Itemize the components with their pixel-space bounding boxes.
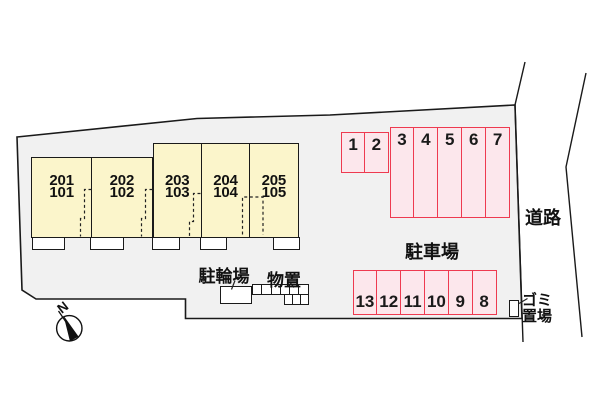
building-block-east: 203 103 204 104 205 105 (152, 142, 299, 238)
garbage-label-line1: ゴミ (522, 291, 553, 309)
storage-cell (291, 295, 300, 304)
parking-space-1: 1 (348, 134, 358, 154)
parking-lot-label: 駐車場 (405, 242, 459, 262)
unit-lower-number: 102 (109, 184, 135, 201)
garbage-box (508, 300, 519, 317)
unit-lower-number: 101 (49, 184, 74, 201)
unit-label: 203 103 (164, 171, 190, 238)
storage-cell (289, 285, 298, 294)
building-block-west: 201 101 202 102 (31, 156, 153, 238)
unit-lower-number: 105 (261, 184, 287, 201)
storage-cell (299, 295, 308, 304)
garbage-area-label: ゴミ 置場 (522, 291, 567, 326)
parking-space-10: 10 (423, 271, 448, 314)
compass-north-label: N (54, 298, 72, 317)
unit-upper-number: 202 (109, 171, 135, 189)
parking-space-5: 5 (437, 127, 461, 217)
parking-space-11: 11 (400, 271, 424, 314)
parking-space-3: 3 (397, 129, 407, 149)
parking-row-8-13: 13 12 11 10 9 8 (352, 270, 497, 315)
entrance-porch (200, 236, 227, 251)
parking-row-3-7: 3 4 5 6 7 (389, 126, 510, 218)
storage-shed-row-top (252, 284, 309, 295)
parking-space-4: 4 (413, 127, 437, 217)
unit-202-102: 202 102 (91, 157, 151, 238)
unit-lower-number: 103 (164, 184, 190, 201)
entrance-porch (151, 236, 180, 251)
parking-space-6: 6 (461, 127, 485, 217)
entrance-porch (273, 236, 300, 251)
garbage-label-line2: 置場 (522, 308, 553, 325)
compass-needle (63, 315, 79, 342)
compass-circle (55, 314, 83, 342)
parking-space-8: 8 (471, 271, 496, 314)
parking-space-12: 12 (376, 271, 400, 314)
unit-label: 204 104 (213, 171, 238, 238)
unit-204-104: 204 104 (200, 143, 249, 238)
road-label: 道路 (525, 208, 561, 228)
storage-shed-row-bottom (283, 294, 309, 305)
storage-cell (279, 285, 289, 294)
unit-upper-number: 203 (164, 171, 190, 189)
parking-space-9: 9 (447, 271, 472, 314)
unit-upper-number: 205 (261, 171, 287, 189)
unit-201-101: 201 101 (32, 158, 91, 238)
unit-label: 201 101 (49, 171, 74, 238)
unit-205-105: 205 105 (249, 143, 297, 238)
storage-label: 物置 (267, 271, 301, 290)
entrance-porch (32, 236, 65, 251)
entrance-porch (90, 236, 124, 251)
bicycle-parking-structure (220, 285, 252, 304)
storage-cell (285, 295, 292, 304)
unit-upper-number: 201 (49, 171, 74, 189)
storage-cell (261, 285, 270, 294)
parking-space-7: 7 (485, 127, 509, 217)
parking-space-13: 13 (355, 292, 375, 311)
bicycle-parking-label: 駐輪場 (198, 267, 250, 286)
storage-cell (270, 285, 280, 294)
unit-upper-number: 204 (213, 171, 238, 189)
storage-cell (298, 285, 307, 294)
parking-space-2: 2 (364, 132, 387, 172)
unit-label: 202 102 (109, 171, 135, 238)
parking-row-1-2: 1 2 (341, 131, 389, 173)
unit-lower-number: 104 (213, 184, 238, 201)
unit-203-103: 203 103 (154, 144, 201, 238)
unit-label: 205 105 (261, 171, 287, 238)
compass (55, 310, 83, 342)
